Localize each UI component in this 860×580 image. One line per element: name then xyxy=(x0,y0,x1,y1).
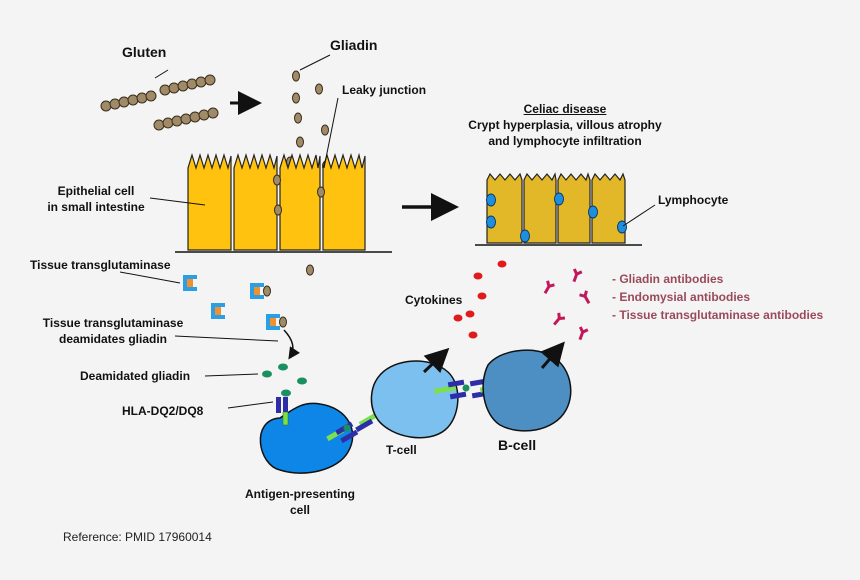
gliadin-particles xyxy=(286,70,330,276)
apc-label: Antigen-presenting cell xyxy=(240,486,360,518)
antibody xyxy=(572,268,583,283)
ttg-deamidates-label: Tissue transglutaminase deamidates gliad… xyxy=(28,315,198,347)
t-cell xyxy=(370,360,459,439)
epithelial-line1: Epithelial cell xyxy=(57,184,135,198)
reference-text: Reference: PMID 17960014 xyxy=(63,530,212,544)
epithelial-cell-label: Epithelial cell in small intestine xyxy=(36,183,156,215)
diseased-epithelial-cell xyxy=(557,172,591,244)
t-cell-label: T-cell xyxy=(386,443,417,457)
ttg-deam-line2: deamidates gliadin xyxy=(58,332,168,346)
b-cell-label: B-cell xyxy=(498,437,537,453)
epithelial-cell xyxy=(279,152,321,251)
hla-pointer xyxy=(227,401,274,409)
deamidated-gliadin-dots xyxy=(262,363,307,397)
antibody-item-gliadin: - Gliadin antibodies xyxy=(612,272,724,286)
ttg-pointer xyxy=(119,271,181,284)
antibody xyxy=(578,326,589,341)
leaky-junction-label: Leaky junction xyxy=(342,83,427,97)
epithelial-cell xyxy=(187,152,232,251)
celiac-line2: and lymphocyte infiltration xyxy=(488,134,642,148)
epithelial-cell xyxy=(322,152,366,251)
ttg-enzymes xyxy=(183,275,287,330)
gluten-chain xyxy=(100,90,157,112)
antigen-presenting-cell xyxy=(259,402,354,474)
cytokines-label: Cytokines xyxy=(405,293,463,307)
lymphocyte xyxy=(588,205,598,219)
lymphocyte xyxy=(554,192,564,206)
gliadin-label: Gliadin xyxy=(330,37,378,53)
gluten-chain xyxy=(153,107,219,131)
epithelial-pointer xyxy=(149,197,206,206)
celiac-disease-block: Celiac disease Crypt hyperplasia, villou… xyxy=(450,101,680,149)
gliadin-pointer xyxy=(299,54,331,71)
antibodies xyxy=(543,268,591,341)
lymphocyte xyxy=(520,229,530,243)
celiac-title: Celiac disease xyxy=(523,102,607,116)
leaky-junction-pointer xyxy=(323,97,339,169)
cytokine-dots xyxy=(453,260,507,339)
diseased-epithelial-cell xyxy=(486,172,523,244)
lymphocyte-pointer xyxy=(622,204,656,227)
bcell-antibody-arrow xyxy=(540,341,565,369)
ttg-label: Tissue transglutaminase xyxy=(30,258,171,272)
diseased-epithelial-cell xyxy=(591,172,626,244)
diseased-epithelium xyxy=(475,172,642,246)
antibody-item-ttg: - Tissue transglutaminase antibodies xyxy=(612,308,824,322)
ttg-enzyme xyxy=(211,303,225,319)
lymphocyte xyxy=(486,215,496,229)
apc-line1: Antigen-presenting xyxy=(245,487,355,501)
deamidation-arrow xyxy=(283,329,300,360)
apc-line2: cell xyxy=(289,503,310,517)
gluten-pointer xyxy=(154,69,169,79)
ttg-enzyme xyxy=(266,314,287,330)
ttg-deamidates-pointer xyxy=(174,335,279,342)
deamidated-gliadin-label: Deamidated gliadin xyxy=(80,369,191,383)
antibody xyxy=(543,280,555,294)
lymphocyte xyxy=(617,220,627,234)
epithelial-line2: in small intestine xyxy=(47,200,145,214)
antibody xyxy=(579,290,591,304)
antibody-item-endomysial: - Endomysial antibodies xyxy=(612,290,751,304)
ttg-deam-line1: Tissue transglutaminase xyxy=(42,316,184,330)
b-cell xyxy=(482,349,572,432)
gluten-chains xyxy=(100,74,219,131)
hla-label: HLA-DQ2/DQ8 xyxy=(122,404,204,418)
tcell-cytokine-arrow xyxy=(422,347,450,374)
gluten-chain xyxy=(159,74,216,96)
deamidated-pointer xyxy=(204,373,259,377)
celiac-line1: Crypt hyperplasia, villous atrophy xyxy=(468,118,662,132)
lymphocyte xyxy=(486,193,496,207)
epithelial-cell xyxy=(233,152,278,251)
hla-molecule xyxy=(276,397,289,426)
ttg-enzyme xyxy=(183,275,197,291)
diseased-epithelial-cell xyxy=(523,172,557,244)
healthy-epithelium xyxy=(175,152,392,253)
antibody xyxy=(552,312,566,326)
lymphocyte-label: Lymphocyte xyxy=(658,193,729,207)
ttg-enzyme xyxy=(250,283,271,299)
gluten-label: Gluten xyxy=(122,44,167,60)
